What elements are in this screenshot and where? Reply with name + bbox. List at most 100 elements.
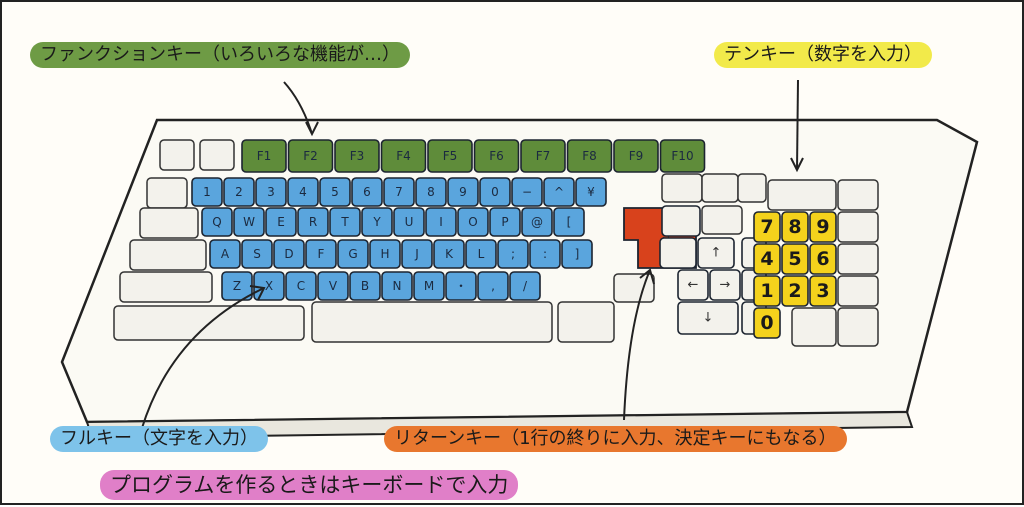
tab-key[interactable]	[139, 207, 199, 239]
numpad-key-1-cap	[753, 275, 781, 307]
shift-key[interactable]	[119, 271, 213, 303]
full-key[interactable]: 5	[319, 177, 351, 207]
numpad-key-0[interactable]: 0	[753, 307, 781, 339]
arrow-left-key[interactable]: ←	[677, 269, 709, 301]
full-key[interactable]: E	[265, 207, 297, 237]
blank-key[interactable]	[659, 237, 697, 269]
full-key[interactable]: D	[273, 239, 305, 269]
full-key[interactable]: ,	[477, 271, 509, 301]
arrow-up-key[interactable]: ↑	[697, 237, 735, 269]
numpad-blank[interactable]	[837, 179, 879, 211]
blank-key[interactable]	[557, 301, 615, 343]
full-key[interactable]: ;	[497, 239, 529, 269]
numpad-key-4[interactable]: 4	[753, 243, 781, 275]
full-key[interactable]: X	[253, 271, 285, 301]
space-bar[interactable]	[311, 301, 553, 343]
full-key-cap	[575, 177, 607, 207]
blank-key[interactable]	[661, 173, 703, 203]
full-key[interactable]: ^	[543, 177, 575, 207]
function-key-f7[interactable]: F7	[520, 139, 566, 173]
function-key-f2[interactable]: F2	[287, 139, 334, 173]
arrow-right-key[interactable]: →	[709, 269, 741, 301]
blank-key[interactable]	[701, 173, 739, 203]
function-key-f5[interactable]: F5	[427, 139, 473, 173]
esc-key[interactable]	[159, 139, 195, 171]
full-key[interactable]: 4	[287, 177, 319, 207]
full-key[interactable]: M	[413, 271, 445, 301]
full-key[interactable]: ]	[561, 239, 593, 269]
numpad-blank[interactable]	[837, 211, 879, 243]
full-key[interactable]: @	[521, 207, 553, 237]
full-key[interactable]: G	[337, 239, 369, 269]
function-key-f3[interactable]: F3	[334, 139, 380, 173]
full-key[interactable]: ¥	[575, 177, 607, 207]
full-key[interactable]: T	[329, 207, 361, 237]
numpad-key-7[interactable]: 7	[753, 211, 781, 243]
numpad-blank[interactable]	[767, 179, 837, 211]
full-key[interactable]: C	[285, 271, 317, 301]
numpad-key-8[interactable]: 8	[781, 211, 809, 243]
arrow-down-key[interactable]: ↓	[677, 301, 739, 335]
full-key[interactable]: H	[369, 239, 401, 269]
shift-right-key[interactable]	[613, 273, 655, 303]
full-key[interactable]: Y	[361, 207, 393, 237]
full-key[interactable]: K	[433, 239, 465, 269]
full-key[interactable]: 8	[415, 177, 447, 207]
full-key[interactable]: P	[489, 207, 521, 237]
full-key[interactable]: L	[465, 239, 497, 269]
full-key-cap	[255, 177, 287, 207]
numpad-key-3[interactable]: 3	[809, 275, 837, 307]
numpad-blank[interactable]	[837, 243, 879, 275]
function-key-f4[interactable]: F4	[380, 139, 427, 173]
numpad-blank[interactable]	[837, 307, 879, 347]
full-key[interactable]: Z	[221, 271, 253, 301]
full-key[interactable]: N	[381, 271, 413, 301]
full-key[interactable]: 6	[351, 177, 383, 207]
full-key[interactable]: S	[241, 239, 273, 269]
blank-key[interactable]	[199, 139, 235, 171]
full-key[interactable]: 7	[383, 177, 415, 207]
full-key-label: :	[543, 247, 547, 261]
full-key[interactable]: O	[457, 207, 489, 237]
full-key[interactable]: :	[529, 239, 561, 269]
full-key[interactable]: I	[425, 207, 457, 237]
tenkey-pointer-arrowhead	[790, 157, 804, 173]
full-key[interactable]: A	[209, 239, 241, 269]
numpad-key-1[interactable]: 1	[753, 275, 781, 307]
numpad-key-6[interactable]: 6	[809, 243, 837, 275]
full-key-label: T	[340, 215, 349, 229]
function-key-f6[interactable]: F6	[473, 139, 520, 173]
full-key[interactable]: [	[553, 207, 585, 237]
full-key[interactable]: B	[349, 271, 381, 301]
function-key-f10[interactable]: F10	[659, 139, 706, 173]
blank-key[interactable]	[661, 205, 701, 237]
blank-key[interactable]	[701, 205, 743, 235]
full-key[interactable]: R	[297, 207, 329, 237]
full-key[interactable]: 9	[447, 177, 479, 207]
numpad-key-5[interactable]: 5	[781, 243, 809, 275]
numpad-blank[interactable]	[837, 275, 879, 307]
numpad-key-9[interactable]: 9	[809, 211, 837, 243]
function-key-f1[interactable]: F1	[241, 139, 287, 173]
function-key-f8[interactable]: F8	[566, 139, 613, 173]
full-key[interactable]: W	[233, 207, 265, 237]
full-key[interactable]: ・	[445, 271, 477, 301]
full-key[interactable]: U	[393, 207, 425, 237]
full-key[interactable]: 1	[191, 177, 223, 207]
full-key[interactable]: 2	[223, 177, 255, 207]
full-key[interactable]: V	[317, 271, 349, 301]
full-key[interactable]: Q	[201, 207, 233, 237]
full-key[interactable]: 3	[255, 177, 287, 207]
full-key[interactable]: 0	[479, 177, 511, 207]
function-key-f9[interactable]: F9	[613, 139, 659, 173]
numpad-key-2[interactable]: 2	[781, 275, 809, 307]
blank-key[interactable]	[737, 173, 767, 203]
full-key[interactable]: −	[511, 177, 543, 207]
full-key[interactable]: /	[509, 271, 541, 301]
full-key[interactable]: F	[305, 239, 337, 269]
ctrl-key[interactable]	[129, 239, 207, 271]
function-pointer-arrowhead	[305, 121, 319, 137]
blank-key[interactable]	[146, 177, 188, 209]
full-key[interactable]: J	[401, 239, 433, 269]
numpad-blank[interactable]	[791, 307, 837, 347]
